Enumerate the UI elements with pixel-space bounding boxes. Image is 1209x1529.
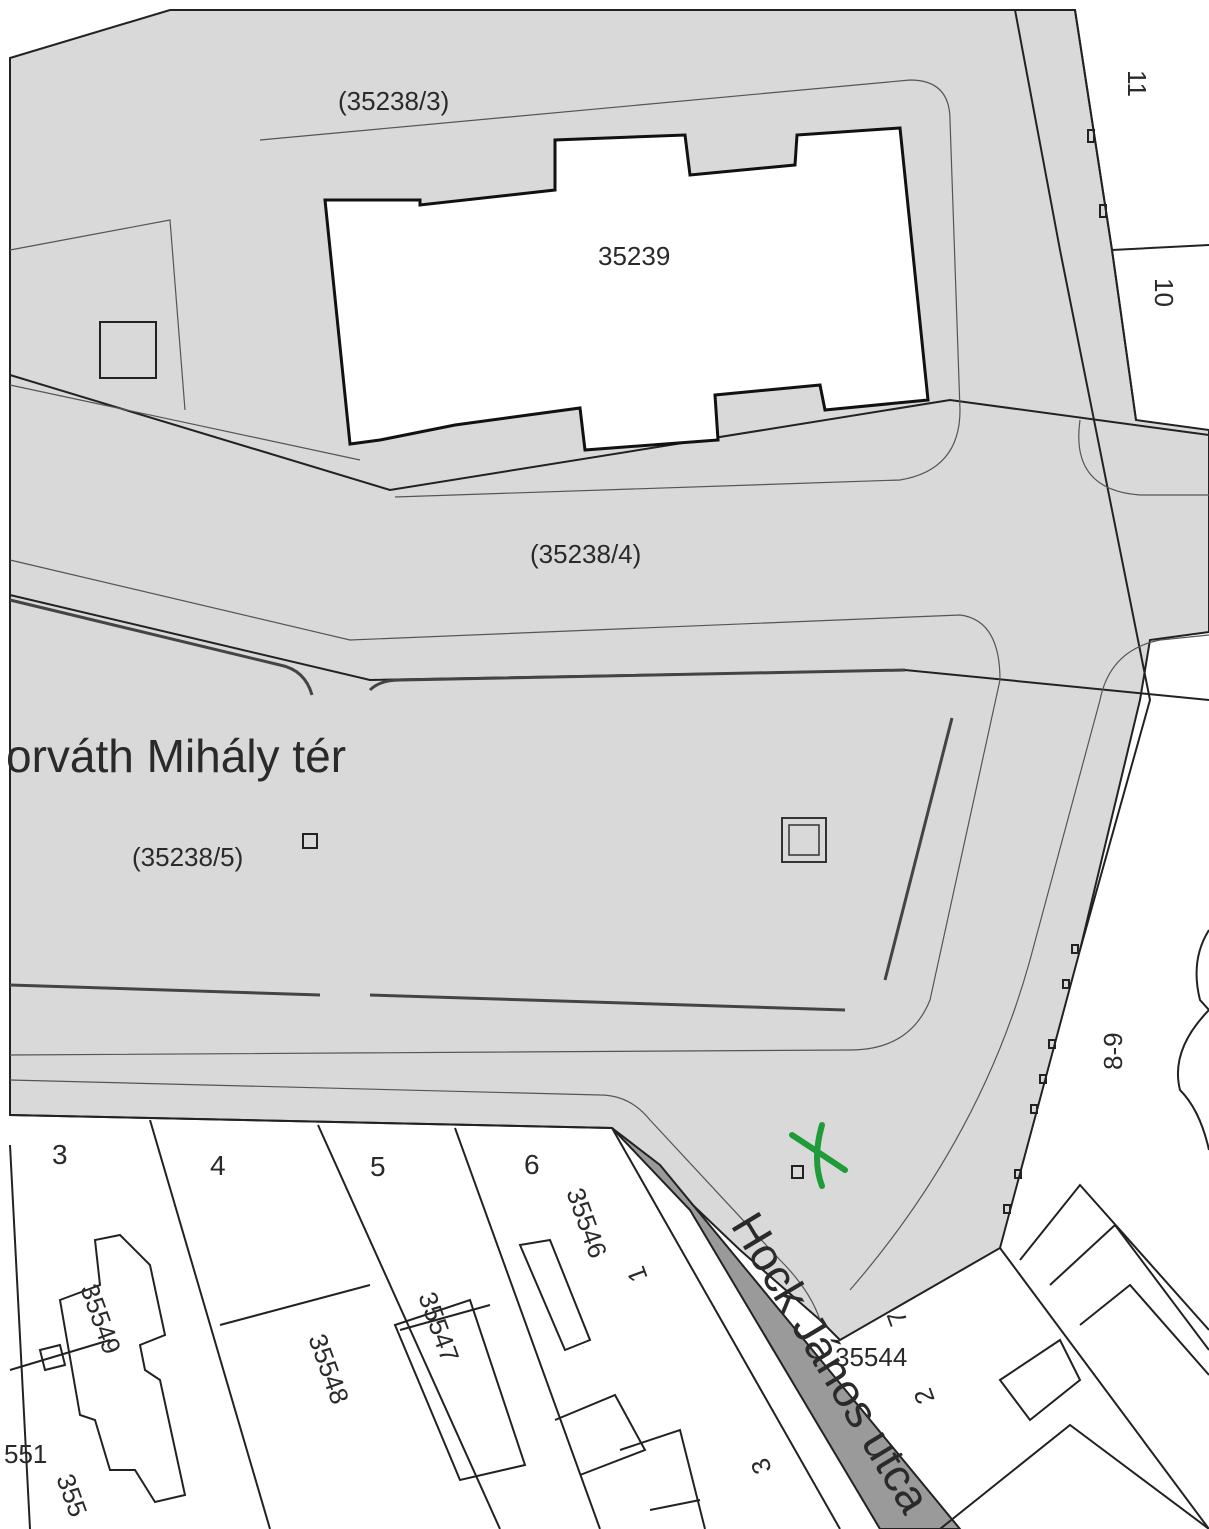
contour-lower bbox=[9, 1079, 821, 1321]
strip-3 bbox=[883, 717, 954, 981]
strip-2 bbox=[9, 598, 314, 696]
monument-inner bbox=[788, 824, 820, 856]
label-house-10: 10 bbox=[1149, 278, 1179, 307]
contour-upper-left bbox=[9, 384, 361, 461]
label-house-8-9: 8-9 bbox=[1098, 1032, 1128, 1070]
contour-right-upper bbox=[1078, 419, 1209, 496]
small-building-left bbox=[99, 321, 157, 379]
contour-right bbox=[849, 634, 1209, 1291]
small-object-near-marker bbox=[791, 1165, 804, 1179]
strip-4 bbox=[9, 983, 321, 997]
label-square-name: orváth Mihály tér bbox=[6, 730, 346, 782]
label-house-4: 4 bbox=[210, 1150, 226, 1181]
contour-left-box bbox=[9, 219, 186, 411]
contour-upper-inner bbox=[259, 79, 961, 498]
label-house-11: 11 bbox=[1122, 70, 1152, 97]
street-hock-janos bbox=[611, 1127, 962, 1529]
label-house-5: 5 bbox=[370, 1151, 386, 1182]
label-house-3: 3 bbox=[52, 1139, 68, 1170]
x-mark-icon bbox=[789, 1122, 848, 1189]
wall-ticks bbox=[1003, 129, 1107, 1214]
label-parcel-551: 551 bbox=[4, 1439, 47, 1469]
building-35239 bbox=[323, 126, 930, 452]
label-house-6: 6 bbox=[524, 1149, 540, 1180]
strip-1 bbox=[368, 668, 906, 692]
label-parcel-35238-3: (35238/3) bbox=[338, 86, 449, 116]
strip-5 bbox=[369, 993, 846, 1012]
small-object-left bbox=[302, 833, 318, 849]
parcel-boundary-right-top bbox=[1074, 9, 1209, 421]
contour-middle bbox=[9, 559, 1001, 1056]
label-parcel-35238-5: (35238/5) bbox=[132, 842, 243, 872]
label-parcel-35544: 35544 bbox=[835, 1342, 907, 1372]
parcel-line-vertical-right bbox=[1014, 9, 1152, 951]
label-building-35239: 35239 bbox=[598, 241, 670, 271]
monument-outer bbox=[781, 817, 827, 863]
lower-parcels bbox=[9, 929, 1209, 1529]
label-parcel-35238-4: (35238/4) bbox=[530, 539, 641, 569]
